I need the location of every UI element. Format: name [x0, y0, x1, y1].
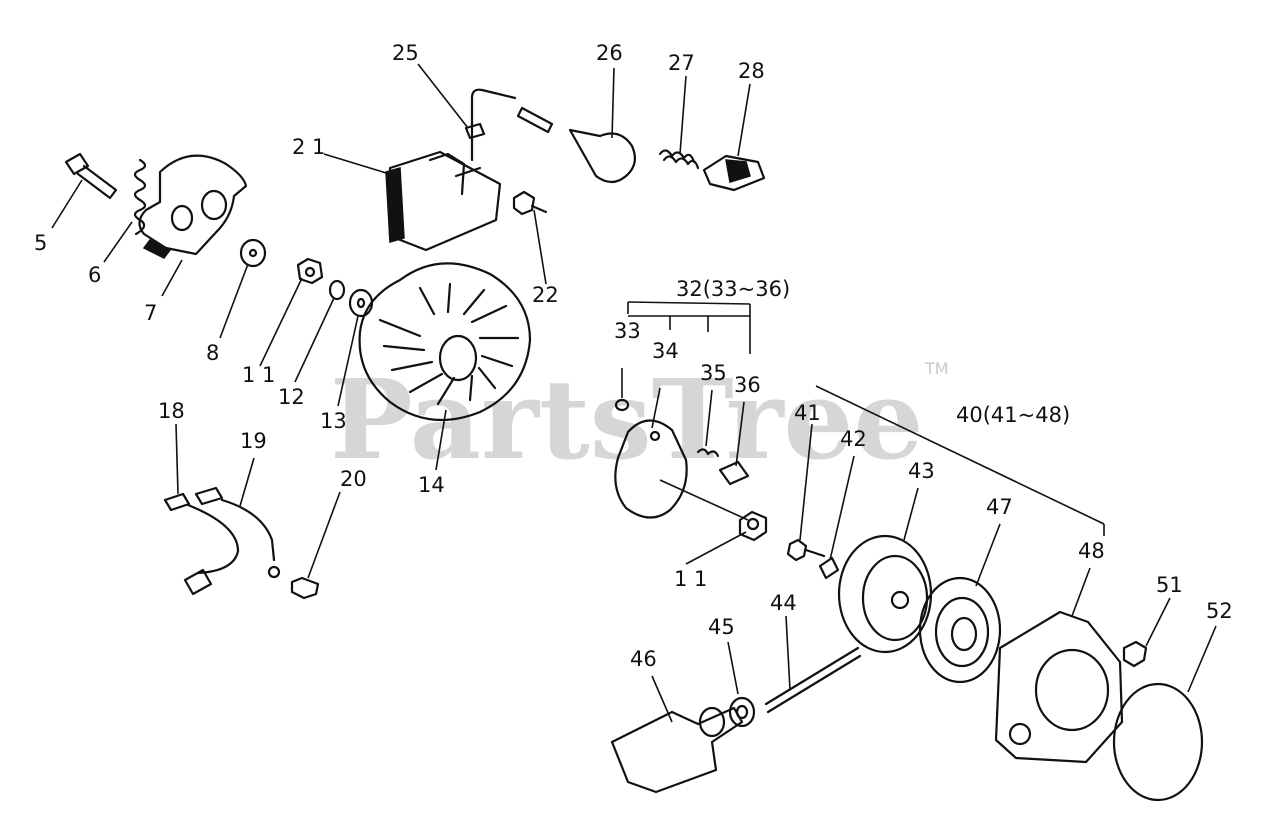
part-52-ring[interactable]	[1112, 682, 1204, 802]
label-6: 6	[88, 263, 101, 287]
label-32: 32(33~36)	[676, 277, 790, 301]
label-41: 41	[794, 401, 821, 425]
label-12: 12	[278, 385, 305, 409]
label-5: 5	[34, 231, 47, 255]
part-48-starter-case[interactable]	[994, 610, 1124, 764]
label-47: 47	[986, 495, 1013, 519]
part-5-bolt[interactable]	[64, 152, 118, 200]
label-19: 19	[240, 429, 267, 453]
part-46-handle[interactable]	[610, 706, 744, 794]
part-7-clutch-shoe[interactable]	[138, 154, 248, 259]
label-51: 51	[1156, 573, 1183, 597]
label-28: 28	[738, 59, 765, 83]
label-25: 25	[392, 41, 419, 65]
part-34-pawl-plate[interactable]	[614, 419, 688, 519]
part-19-wire[interactable]	[194, 486, 281, 579]
label-14: 14	[418, 473, 445, 497]
label-18: 18	[158, 399, 185, 423]
label-21: 2 1	[292, 135, 325, 159]
label-46: 46	[630, 647, 657, 671]
part-21-ignition-coil[interactable]	[385, 150, 502, 252]
label-8: 8	[206, 341, 219, 365]
label-22: 22	[532, 283, 559, 307]
part-6-spring[interactable]	[133, 158, 147, 236]
part-35-spring[interactable]	[696, 448, 720, 458]
label-11-lower: 1 1	[674, 567, 707, 591]
part-51-screw[interactable]	[1122, 640, 1148, 668]
label-48: 48	[1078, 539, 1105, 563]
label-42: 42	[840, 427, 867, 451]
label-13: 13	[320, 409, 347, 433]
part-43-pulley[interactable]	[837, 534, 933, 654]
part-26-plug-boot[interactable]	[568, 128, 637, 184]
leader-lines	[51, 63, 1217, 723]
part-20-screw[interactable]	[290, 576, 320, 600]
label-11-upper: 1 1	[242, 363, 275, 387]
part-25-ht-lead[interactable]	[464, 88, 554, 162]
part-18-wire[interactable]	[163, 492, 240, 596]
label-27: 27	[668, 51, 695, 75]
part-13-washer[interactable]	[348, 288, 374, 318]
label-36: 36	[734, 373, 761, 397]
part-22-bolt[interactable]	[512, 190, 548, 216]
part-33-circlip[interactable]	[614, 398, 630, 412]
part-11-nut-lower[interactable]	[738, 510, 768, 542]
part-11-nut-upper[interactable]	[296, 257, 324, 285]
part-41-bolt[interactable]	[786, 538, 826, 562]
part-28-terminal[interactable]	[702, 154, 766, 192]
watermark: PartsTree	[330, 355, 924, 484]
label-26: 26	[596, 41, 623, 65]
part-42-washer[interactable]	[818, 556, 840, 580]
part-27-spring[interactable]	[658, 149, 700, 170]
part-8-washer[interactable]	[239, 238, 267, 268]
label-52: 52	[1206, 599, 1233, 623]
label-20: 20	[340, 467, 367, 491]
label-35: 35	[700, 361, 727, 385]
part-44-rope[interactable]	[764, 646, 862, 714]
label-40: 40(41~48)	[956, 403, 1070, 427]
watermark-tm: TM	[924, 359, 949, 378]
part-14-flywheel[interactable]	[358, 262, 532, 422]
part-47-recoil-spring[interactable]	[918, 576, 1002, 684]
label-34: 34	[652, 339, 679, 363]
label-7: 7	[144, 301, 157, 325]
label-43: 43	[908, 459, 935, 483]
label-33: 33	[614, 319, 641, 343]
part-36-pawl[interactable]	[718, 460, 750, 486]
part-12-lock-washer[interactable]	[328, 279, 346, 301]
label-45: 45	[708, 615, 735, 639]
label-44: 44	[770, 591, 797, 615]
